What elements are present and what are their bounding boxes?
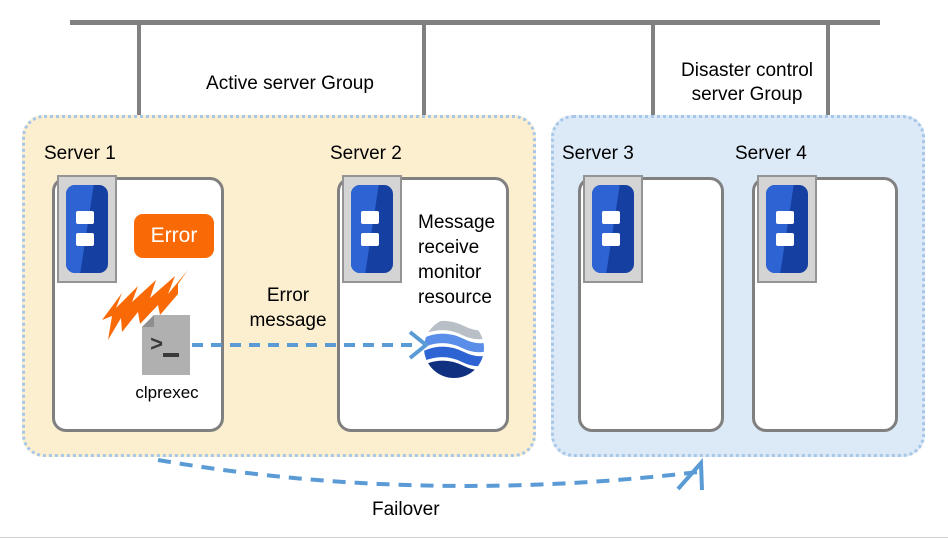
server-icon-bar [602, 233, 620, 246]
network-drop-server-1 [137, 22, 141, 177]
server-icon [342, 175, 402, 283]
server-icon-bar [602, 211, 620, 224]
server-icon-body [351, 185, 393, 273]
message-receive-monitor-resource-label: Message receive monitor resource [418, 212, 496, 308]
active-server-group-label: Active server Group [206, 73, 374, 94]
server-icon-bar [361, 233, 379, 246]
disaster-control-server-group-label: Disaster control server Group [681, 60, 813, 105]
server-icon-body [66, 185, 108, 273]
server-icon [57, 175, 117, 283]
error-badge: Error [134, 214, 214, 258]
lightning-bolt-icon [102, 270, 188, 340]
svg-text:>: > [150, 333, 163, 358]
server-icon-body [766, 185, 808, 273]
network-drop-server-2 [422, 22, 426, 177]
server-label-server-1: Server 1 [44, 143, 116, 164]
server-icon-body [592, 185, 634, 273]
server-icon-bar [76, 211, 94, 224]
server-label-server-2: Server 2 [330, 143, 402, 164]
server-icon-bar [76, 233, 94, 246]
globe-icon [424, 318, 484, 378]
server-icon [583, 175, 643, 283]
network-bus-horizontal [70, 20, 880, 25]
server-icon-bar [776, 233, 794, 246]
server-card-server-2 [337, 177, 509, 432]
failover-label: Failover [372, 499, 440, 520]
error-message-label: Error message [249, 285, 327, 331]
server-icon-bar [776, 211, 794, 224]
server-label-server-4: Server 4 [735, 143, 807, 164]
server-icon [757, 175, 817, 283]
failover-arrow-head [676, 457, 704, 491]
terminal-document-icon: > [142, 315, 190, 375]
clprexec-label: clprexec [135, 383, 199, 402]
failover-arrow-line [157, 458, 699, 488]
server-label-server-3: Server 3 [562, 143, 634, 164]
server-icon-bar [361, 211, 379, 224]
